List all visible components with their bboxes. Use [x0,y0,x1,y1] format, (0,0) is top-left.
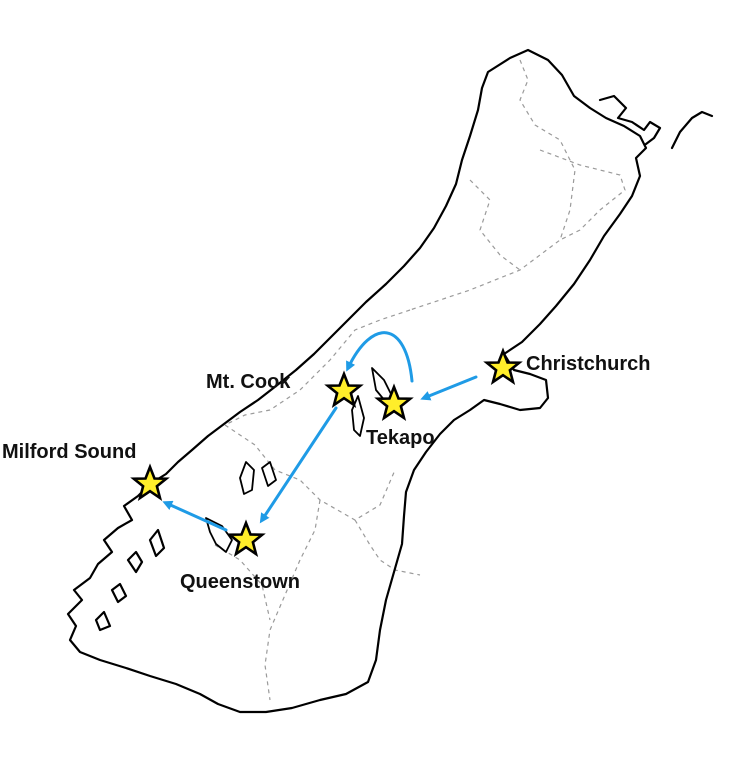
route-arrow-christchurch-tekapo [420,375,478,401]
mt-cook-label: Mt. Cook [206,371,291,393]
regional-border [264,499,321,701]
regional-border [224,424,396,521]
milford-sound-star-icon[interactable] [130,463,170,502]
route-arrow-tekapo-mt-cook [346,331,414,383]
regional-border [354,519,421,576]
south-island-coastline [66,48,648,714]
tekapo-star-icon[interactable] [374,383,414,422]
regional-border [214,544,271,621]
coastline [66,48,714,714]
lakes [205,367,393,553]
queenstown-label: Queenstown [180,571,300,593]
regional-borders [214,59,626,701]
regional-border [539,149,626,241]
lake-wanaka [239,461,255,495]
regional-border [469,179,521,271]
milford-sound-label: Milford Sound [2,441,136,463]
north-island-tip [670,110,714,150]
route [162,331,478,532]
lake-hawea [261,461,277,487]
route-arrow-queenstown-milford-sound [162,500,228,532]
place-labels: Christchurch Tekapo Mt. Cook Queenstown … [2,353,650,593]
route-arrow-mt-cook-queenstown [259,406,338,524]
fiordland-islets [94,528,166,632]
christchurch-star-icon[interactable] [483,347,523,386]
marlborough-sounds [598,94,662,146]
lake-pukaki [351,395,365,437]
mt-cook-star-icon[interactable] [324,370,364,409]
queenstown-star-icon[interactable] [226,519,266,558]
regional-border [224,309,411,426]
markers [130,347,523,558]
regional-border [409,59,576,311]
tekapo-label: Tekapo [366,427,435,449]
christchurch-label: Christchurch [526,353,650,375]
lake-wakatipu [205,517,233,553]
